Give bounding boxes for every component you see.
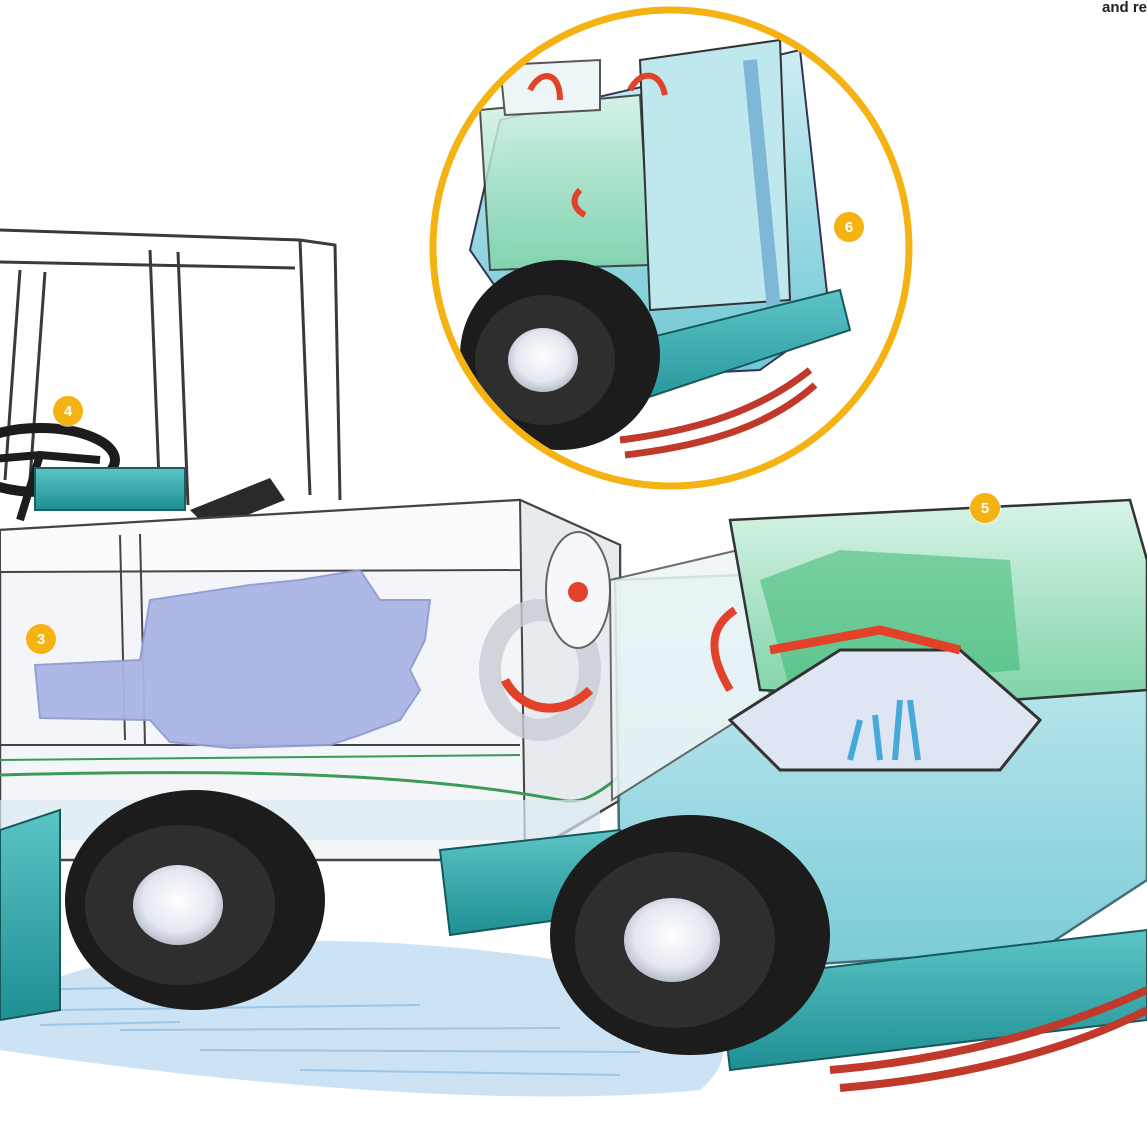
front-wheel [65,790,325,1010]
callout-badge-4: 4 [53,396,83,426]
inset-detail [433,10,909,486]
cab-frame [0,230,340,505]
callout-badge-3: 3 [26,624,56,654]
callout-badge-6: 6 [834,212,864,242]
callout-badge-5: 5 [970,493,1000,523]
rear-wheel [550,815,830,1055]
dashboard [35,468,185,510]
